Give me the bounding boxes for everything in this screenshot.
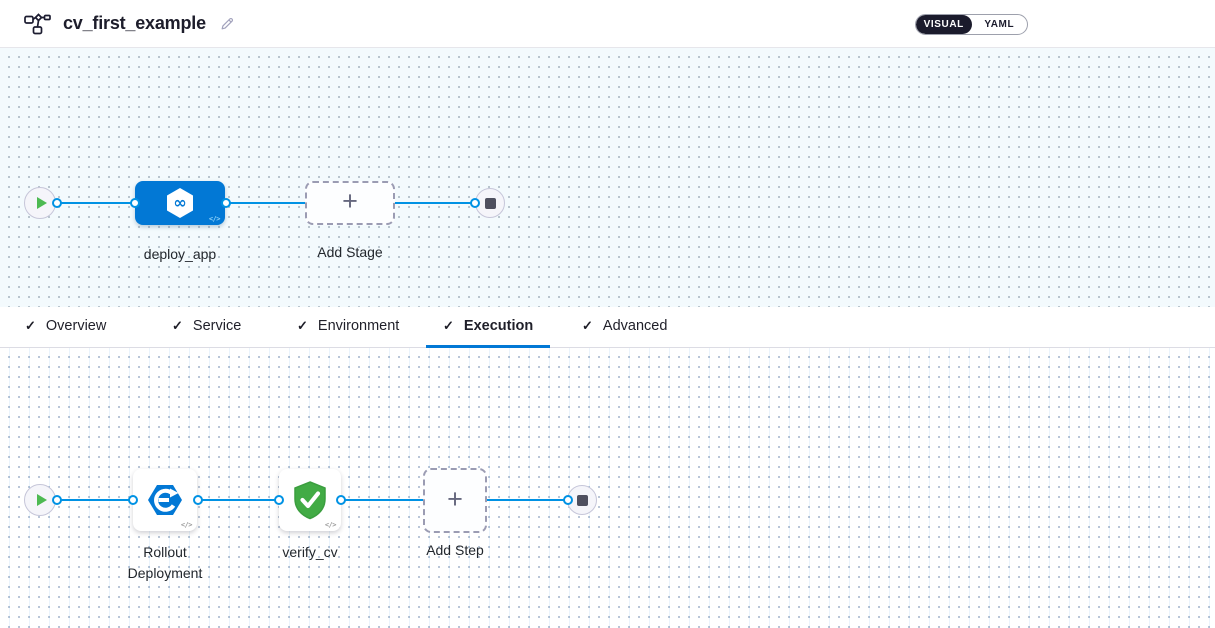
tab-label: Environment	[317, 318, 400, 334]
connector-port	[221, 198, 231, 208]
header: cv_first_example VISUAL YAML	[0, 0, 1215, 48]
edge	[56, 499, 134, 501]
verify-shield-check-icon	[294, 481, 326, 520]
edit-pipeline-name-button[interactable]	[218, 14, 237, 33]
check-icon: ✓	[582, 318, 593, 333]
execution-canvas[interactable]: </> </> + Rollout Deployment verify_cv A…	[0, 348, 1215, 628]
step-node-verify-cv[interactable]: </>	[279, 469, 341, 531]
play-icon	[37, 197, 47, 209]
code-icon: </>	[208, 215, 221, 223]
check-icon: ✓	[443, 318, 454, 333]
connector-port	[336, 495, 346, 505]
connector-port	[52, 495, 62, 505]
add-step-button[interactable]: +	[423, 468, 487, 533]
edge	[340, 499, 424, 501]
stage-label: deploy_app	[143, 246, 217, 262]
play-icon	[37, 494, 47, 506]
stop-icon	[576, 494, 588, 506]
title-block: cv_first_example	[24, 12, 237, 35]
visual-toggle-button[interactable]: VISUAL	[916, 15, 972, 34]
edge	[197, 499, 280, 501]
step-node-rollout-deployment[interactable]: </>	[133, 469, 197, 531]
connector-port	[470, 198, 480, 208]
edge	[394, 202, 476, 204]
stop-icon	[484, 197, 496, 209]
k8s-rollout-icon	[148, 485, 182, 515]
tab-label: Service	[192, 318, 242, 334]
svg-text:∞: ∞	[173, 193, 186, 212]
tab-label: Execution	[463, 318, 534, 334]
tab-label: Overview	[45, 318, 107, 334]
connector-port	[130, 198, 140, 208]
page-title: cv_first_example	[63, 13, 206, 33]
check-icon: ✓	[297, 318, 308, 333]
edge	[486, 499, 569, 501]
cd-hexagon-infinity-icon: ∞	[167, 188, 193, 218]
code-icon: </>	[180, 521, 193, 529]
plus-icon: +	[447, 483, 463, 514]
view-toggle: VISUAL YAML	[915, 14, 1028, 35]
add-step-label: Add Step	[426, 542, 484, 558]
pipeline-end-node	[475, 188, 505, 218]
tab-service[interactable]: ✓ Service	[155, 307, 258, 348]
tab-overview[interactable]: ✓ Overview	[8, 307, 123, 348]
pipeline-start-node	[24, 187, 56, 219]
execution-start-node	[24, 484, 56, 516]
connector-port	[52, 198, 62, 208]
pencil-icon	[221, 17, 233, 30]
yaml-toggle-button[interactable]: YAML	[972, 15, 1028, 34]
edge	[225, 202, 306, 204]
tab-environment[interactable]: ✓ Environment	[280, 307, 416, 348]
tab-advanced[interactable]: ✓ Advanced	[565, 307, 684, 348]
step-label-verify-cv: verify_cv	[282, 544, 338, 560]
code-icon: </>	[324, 521, 337, 529]
connector-port	[193, 495, 203, 505]
check-icon: ✓	[25, 318, 36, 333]
stage-canvas[interactable]: ∞ </> + deploy_app Add Stage	[0, 48, 1215, 307]
pipeline-graph-icon	[24, 12, 51, 34]
stage-config-tabs: ✓ Overview ✓ Service ✓ Environment ✓ Exe…	[0, 307, 1215, 348]
add-stage-button[interactable]: +	[305, 181, 395, 225]
edge	[56, 202, 136, 204]
stage-node-deploy-app[interactable]: ∞ </>	[135, 181, 225, 225]
add-stage-label: Add Stage	[317, 244, 383, 260]
tab-execution[interactable]: ✓ Execution	[426, 307, 551, 348]
plus-icon: +	[342, 186, 358, 216]
step-label-rollout: Rollout Deployment	[127, 544, 203, 581]
connector-port	[128, 495, 138, 505]
connector-port	[563, 495, 573, 505]
tab-label: Advanced	[602, 318, 668, 334]
check-icon: ✓	[172, 318, 183, 333]
connector-port	[274, 495, 284, 505]
